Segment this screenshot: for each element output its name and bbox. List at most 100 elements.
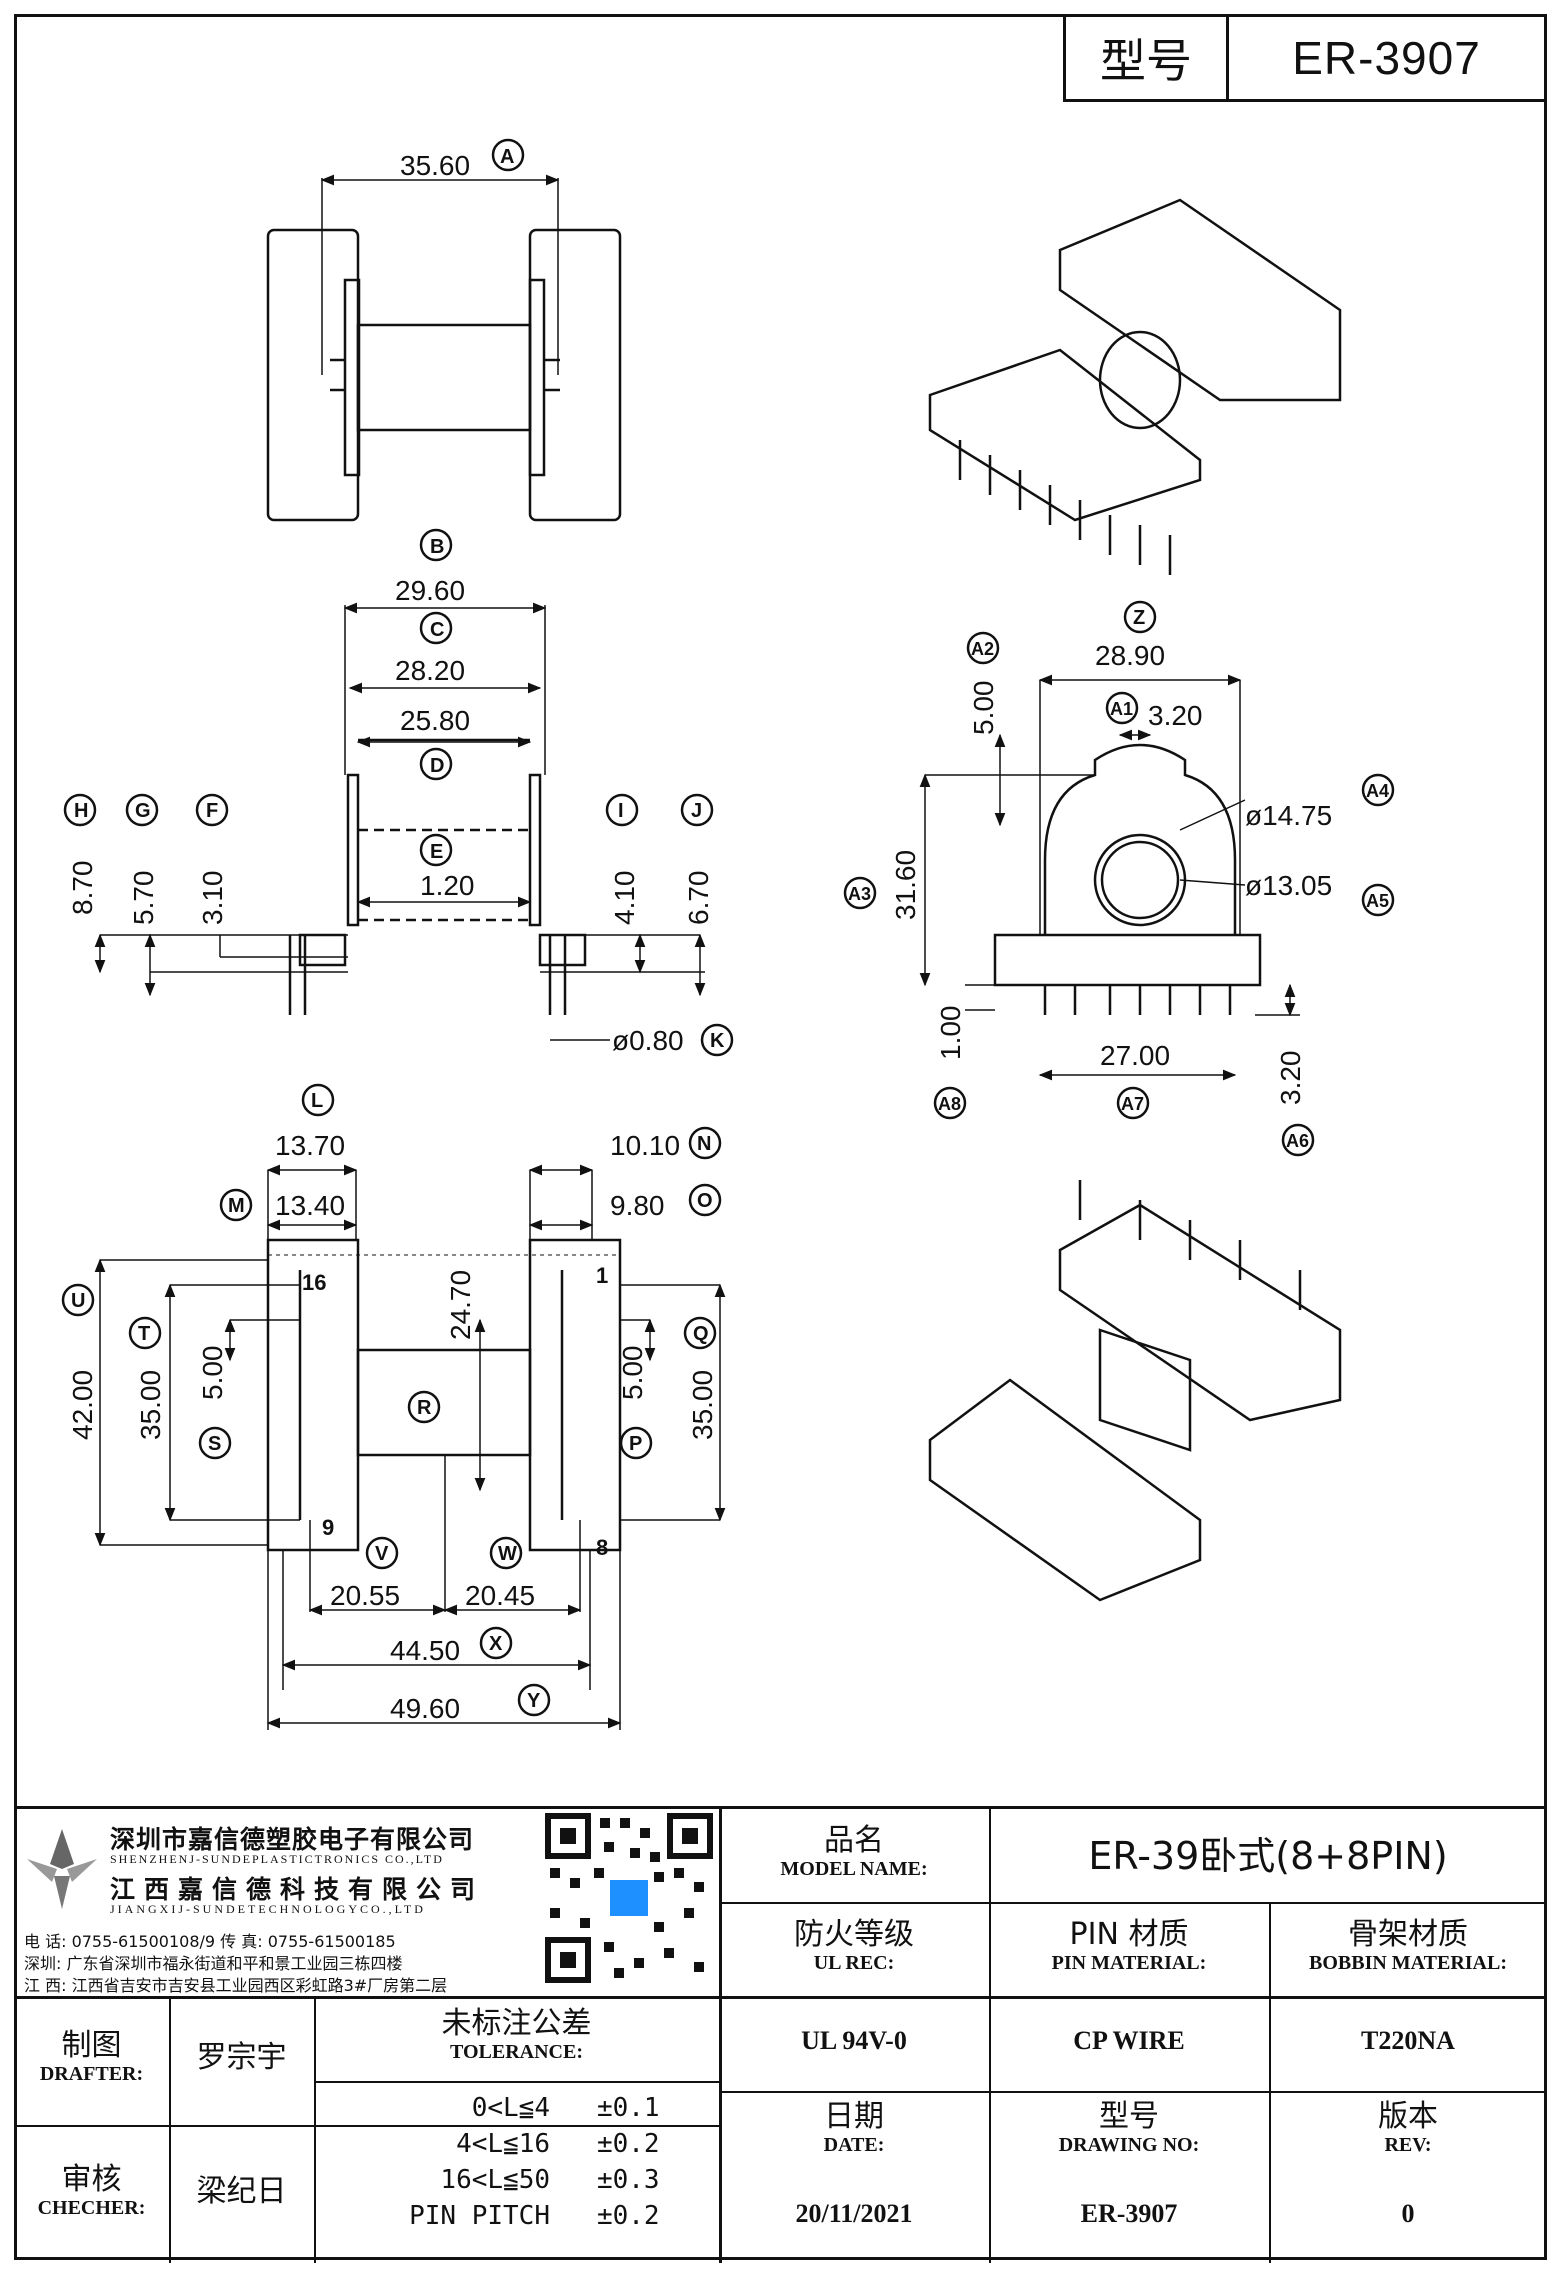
label-J: J <box>691 800 702 822</box>
checker-value-cell: 梁纪日 <box>169 2122 314 2260</box>
label-A3: A3 <box>848 884 871 904</box>
company-jx-address: 江 西: 江西省吉安市吉安县工业园西区彩虹路3#厂房第二层 <box>24 1976 448 1995</box>
pin-material-cn: PIN 材质 <box>1069 1916 1189 1952</box>
dim-W-value: 20.45 <box>465 1580 535 1611</box>
dim-A-value: 35.60 <box>400 150 470 181</box>
model-name-en: MODEL NAME: <box>780 1858 928 1880</box>
dim-V-value: 20.55 <box>330 1580 400 1611</box>
dim-A8-value: 1.00 <box>935 1006 966 1061</box>
date-value-cell: 20/11/2021 <box>719 2168 989 2260</box>
checker-value: 梁纪日 <box>196 2173 287 2209</box>
dim-Z-value: 28.90 <box>1095 640 1165 671</box>
company-name-cn-1: 深圳市嘉信德塑胶电子有限公司 <box>110 1825 475 1854</box>
dim-L-value: 13.70 <box>275 1130 345 1161</box>
dim-C-value: 28.20 <box>395 655 465 686</box>
company-name-cn-2: 江西嘉信德科技有限公司 <box>110 1875 485 1904</box>
pin-material-en: PIN MATERIAL: <box>1051 1951 1207 1974</box>
label-Z: Z <box>1133 607 1145 629</box>
model-name-value-cell: ER-39卧式(8+8PIN) <box>989 1806 1547 1899</box>
label-K: K <box>710 1030 725 1052</box>
label-L: L <box>311 1090 323 1112</box>
label-A8: A8 <box>938 1094 961 1114</box>
model-label: 型号 <box>1066 17 1229 99</box>
label-S: S <box>208 1433 221 1455</box>
label-A4: A4 <box>1366 781 1389 801</box>
dim-D-value: 25.80 <box>400 705 470 736</box>
pin-16-label: 16 <box>302 1270 326 1295</box>
side-view <box>63 528 734 1057</box>
label-P: P <box>629 1433 642 1455</box>
dim-B-value: 29.60 <box>395 575 465 606</box>
model-header: 型号 ER-3907 <box>1063 14 1547 102</box>
bobbin-material-value-cell: T220NA <box>1269 1993 1547 2088</box>
dim-S-value: 5.00 <box>197 1346 228 1401</box>
dim-A1-value: 3.20 <box>1148 700 1203 731</box>
label-U: U <box>71 1290 85 1312</box>
label-B: B <box>430 536 444 558</box>
label-O: O <box>697 1190 713 1212</box>
tolerance-row: 4<L≦16 ±0.2 <box>370 2126 670 2162</box>
tolerance-en: TOLERANCE: <box>450 2041 583 2063</box>
dim-O-value: 9.80 <box>610 1190 665 1221</box>
label-A6: A6 <box>1286 1131 1309 1151</box>
drafter-cn: 制图 <box>61 2028 122 2063</box>
title-block <box>14 1806 1547 2263</box>
pin-material-value: CP WIRE <box>1073 2025 1185 2055</box>
label-M: M <box>228 1195 245 1217</box>
label-A7: A7 <box>1121 1094 1144 1114</box>
pin-1-label: 1 <box>596 1263 608 1288</box>
dim-A3-value: 31.60 <box>890 850 921 920</box>
tolerance-range: 0<L≦4 <box>471 2093 550 2123</box>
label-I: I <box>618 800 624 822</box>
ul-en: UL REC: <box>813 1951 895 1974</box>
rev-en: REV: <box>1384 2133 1432 2156</box>
dim-P-value: 5.00 <box>617 1346 648 1401</box>
label-Q: Q <box>693 1323 709 1345</box>
tolerance-table: 0<L≦4 ±0.1 4<L≦16 ±0.2 16<L≦50 ±0.3 PIN … <box>370 2090 670 2234</box>
tolerance-row: PIN PITCH ±0.2 <box>370 2198 670 2234</box>
dim-A2-value: 5.00 <box>968 681 999 736</box>
ul-value: UL 94V-0 <box>801 2025 907 2055</box>
label-R: R <box>417 1397 432 1419</box>
rev-cn: 版本 <box>1378 2098 1438 2134</box>
company-logo <box>27 1829 97 1909</box>
bobbin-material-value: T220NA <box>1361 2025 1455 2055</box>
company-name-en-2: JIANGXIJ-SUNDETECHNOLOGYCO.,LTD <box>110 1902 426 1916</box>
iso-view-bottom <box>928 1180 1342 1602</box>
ul-cn: 防火等级 <box>794 1916 914 1952</box>
label-T: T <box>138 1323 150 1345</box>
company-info: 深圳市嘉信德塑胶电子有限公司 SHENZHENJ-SUNDEPLASTICTRO… <box>14 1806 719 1995</box>
tolerance-value: ±0.3 <box>596 2165 660 2195</box>
qr-code <box>544 1812 714 1984</box>
date-cn: 日期 <box>824 2098 884 2134</box>
dim-J-value: 6.70 <box>683 871 714 926</box>
top-view <box>266 138 622 522</box>
iso-view-top <box>928 198 1342 575</box>
company-sz-address: 深圳: 广东省深圳市福永街道和平和景工业园三栋四楼 <box>24 1954 403 1973</box>
checker-cn: 审核 <box>61 2161 122 2197</box>
model-name-value: ER-39卧式(8+8PIN) <box>1088 1834 1448 1878</box>
dim-A6-value: 3.20 <box>1275 1051 1306 1106</box>
dim-A5-value: ø13.05 <box>1245 870 1332 901</box>
label-H: H <box>74 800 88 822</box>
dim-H-value: 8.70 <box>67 861 98 916</box>
label-E: E <box>430 841 443 863</box>
label-Y: Y <box>527 1690 541 1712</box>
front-view <box>843 600 1395 1157</box>
dim-A4-value: ø14.75 <box>1245 800 1332 831</box>
tolerance-row: 16<L≦50 ±0.3 <box>370 2162 670 2198</box>
drafter-en: DRAFTER: <box>39 2063 144 2085</box>
dim-I-value: 4.10 <box>609 871 640 926</box>
date-en: DATE: <box>823 2133 885 2156</box>
bottom-view <box>61 1083 726 1730</box>
label-N: N <box>697 1133 711 1155</box>
bobbin-material-label-cell: 骨架材质 BOBBIN MATERIAL: <box>1269 1899 1547 1993</box>
ul-value-cell: UL 94V-0 <box>719 1993 989 2088</box>
pin-material-label-cell: PIN 材质 PIN MATERIAL: <box>989 1899 1269 1993</box>
label-C: C <box>430 619 444 641</box>
dim-E-value: 1.20 <box>420 870 475 901</box>
company-name-en-1: SHENZHENJ-SUNDEPLASTICTRONICS CO.,LTD <box>110 1852 444 1866</box>
dim-M-value: 13.40 <box>275 1190 345 1221</box>
technical-drawing: 35.60 A 29.60 28.20 25.80 1.20 B C D E 8… <box>61 138 1395 1730</box>
pin-9-label: 9 <box>322 1515 334 1540</box>
